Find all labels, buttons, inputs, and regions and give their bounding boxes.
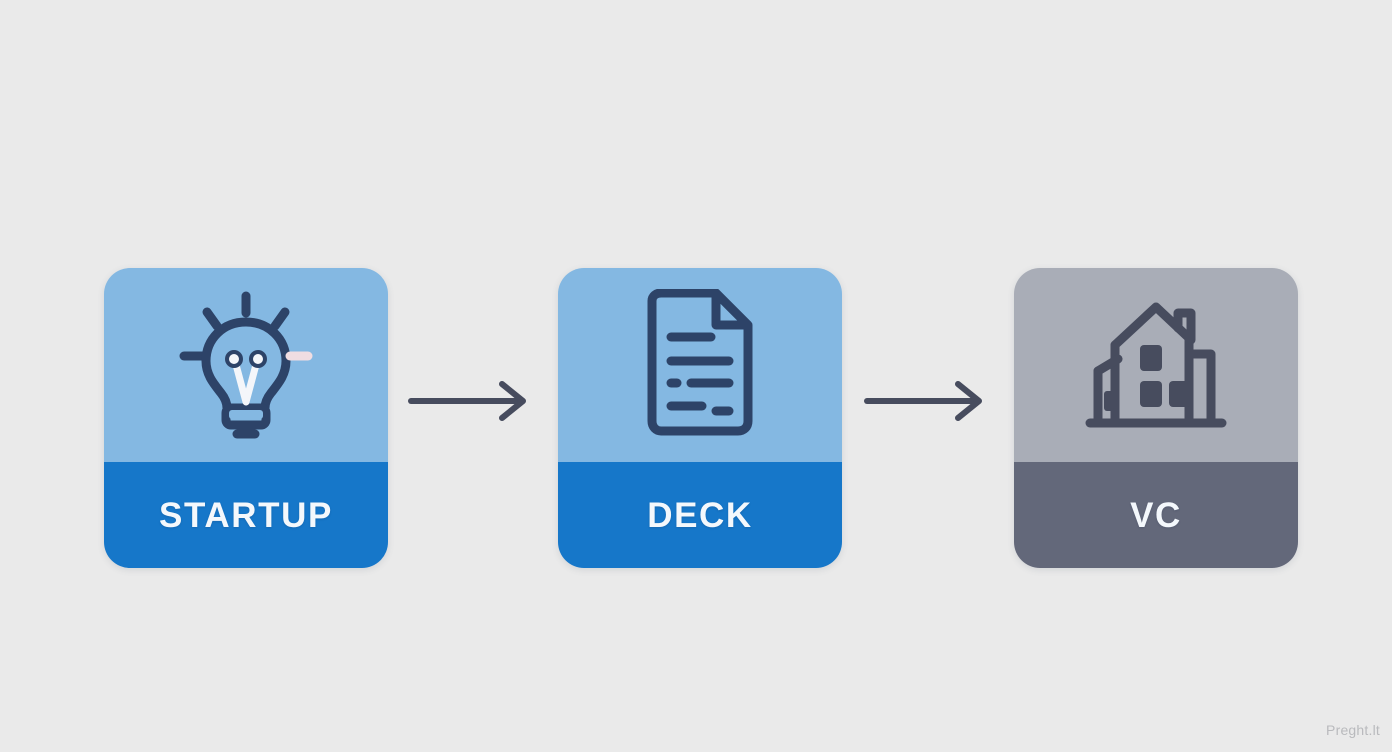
stage-icon-area-startup: [104, 268, 388, 462]
stage-label-deck: DECK: [647, 495, 753, 535]
stage-label-area-deck: DECK: [558, 462, 842, 568]
stage-icon-area-vc: [1014, 268, 1298, 462]
bulb-base-slot-icon: [229, 410, 263, 419]
filament-node-left-icon: [225, 350, 243, 368]
stage-icon-area-deck: [558, 268, 842, 462]
building-windows-icon: [1104, 345, 1191, 411]
building-icon: [1085, 302, 1227, 428]
document-text-lines-icon: [666, 332, 734, 416]
lightbulb-icon: [179, 291, 313, 439]
arrow-right-icon-1: [408, 381, 526, 421]
watermark: Preght.lt: [1326, 722, 1380, 738]
arrow-right-icon-2: [864, 381, 982, 421]
stage-card-deck[interactable]: DECK: [558, 268, 842, 568]
stage-label-startup: STARTUP: [159, 495, 333, 535]
document-fold-icon: [711, 294, 747, 330]
stage-card-vc[interactable]: VC: [1014, 268, 1298, 568]
filament-node-right-icon: [249, 350, 267, 368]
stage-label-area-startup: STARTUP: [104, 462, 388, 568]
stage-label-vc: VC: [1130, 495, 1182, 535]
stage-card-startup[interactable]: STARTUP: [104, 268, 388, 568]
document-icon: [647, 289, 753, 436]
document-page-icon: [647, 289, 753, 436]
stage-label-area-vc: VC: [1014, 462, 1298, 568]
